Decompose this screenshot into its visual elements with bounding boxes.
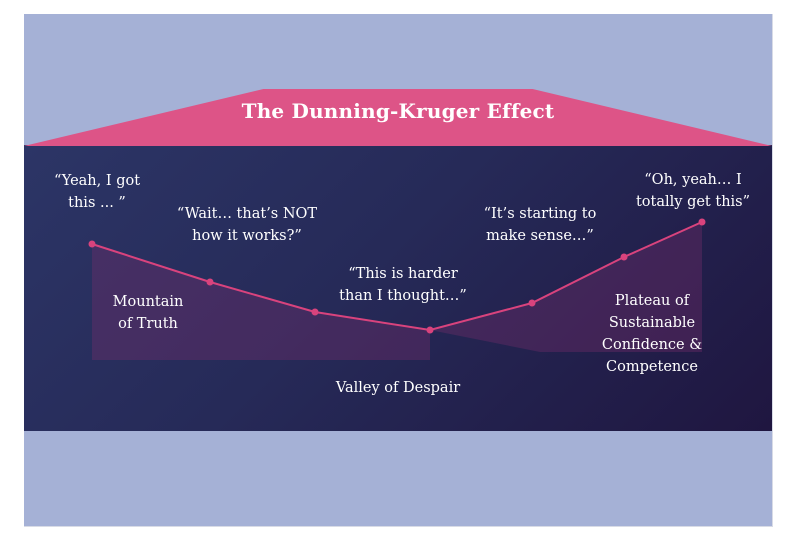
diagram-panel: [24, 145, 772, 431]
quote-totally: “Oh, yeah… I totally get this”: [635, 172, 751, 210]
stage-plateau: Plateau of Sustainable Confidence & Comp…: [601, 293, 703, 375]
stage-valley-of-despair: Valley of Despair: [335, 380, 461, 396]
quote-harder: “This is harder than I thought…”: [339, 266, 467, 304]
curve-marker: [426, 326, 434, 334]
diagram-title: The Dunning-Kruger Effect: [241, 99, 555, 123]
mountain-shaded-area: [92, 244, 430, 360]
quote-not-how: “Wait… that’s NOT how it works?”: [176, 206, 318, 244]
curve-marker: [311, 308, 319, 316]
stage-mountain-of-truth: Mountain of Truth: [112, 294, 184, 332]
quote-got-this: “Yeah, I got this ... ”: [53, 173, 141, 211]
curve-marker: [528, 299, 536, 307]
curve-marker: [620, 253, 628, 261]
curve-marker: [88, 240, 96, 248]
curve-marker: [698, 218, 706, 226]
quote-making-sense: “It’s starting to make sense…”: [483, 206, 597, 244]
curve-marker: [206, 278, 214, 286]
